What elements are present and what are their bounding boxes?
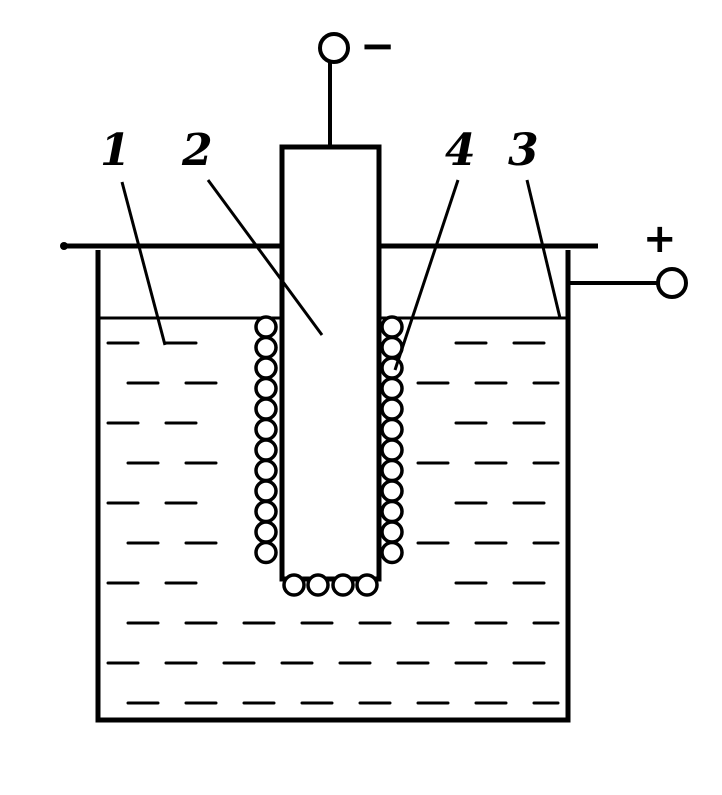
positive-terminal[interactable]	[656, 267, 688, 299]
leader-4	[393, 179, 460, 371]
label-electrolyte: 1	[100, 125, 131, 176]
deposit-particle	[380, 315, 404, 339]
leader-1	[120, 181, 167, 346]
negative-terminal[interactable]	[318, 32, 350, 64]
deposit-particle	[380, 438, 404, 462]
deposit-particle	[380, 397, 404, 421]
deposit-particle	[254, 397, 278, 421]
label-vessel: 3	[508, 125, 539, 176]
deposit-particles	[254, 315, 404, 597]
deposit-particle	[380, 417, 404, 442]
deposit-particle	[254, 458, 278, 483]
deposit-particle	[306, 573, 330, 597]
deposit-particle	[331, 573, 355, 597]
vessel	[95, 250, 571, 723]
electrolyte-liquid	[106, 341, 560, 705]
deposit-particle	[380, 479, 404, 503]
leader-2	[206, 179, 324, 336]
deposit-particle	[254, 356, 278, 380]
deposit-particle	[254, 499, 278, 524]
deposit-particle	[254, 335, 278, 360]
cathode-rod	[279, 144, 382, 582]
deposit-particle	[355, 573, 379, 597]
deposit-particle	[380, 540, 404, 565]
positive-sign: +	[643, 216, 677, 262]
deposit-particle	[282, 573, 306, 597]
label-cathode: 2	[181, 125, 213, 176]
deposit-particle	[254, 376, 278, 401]
deposit-particle	[254, 520, 278, 544]
leader-3	[525, 179, 562, 319]
deposit-particle	[380, 458, 404, 483]
deposit-particle	[254, 479, 278, 503]
deposit-particle	[254, 315, 278, 339]
deposit-particle	[380, 499, 404, 524]
deposit-particle	[380, 376, 404, 401]
deposit-particle	[254, 540, 278, 565]
deposit-particle	[254, 417, 278, 442]
negative-sign: −	[360, 21, 395, 70]
label-deposit: 4	[445, 125, 476, 176]
deposit-particle	[254, 438, 278, 462]
deposit-particle	[380, 520, 404, 544]
